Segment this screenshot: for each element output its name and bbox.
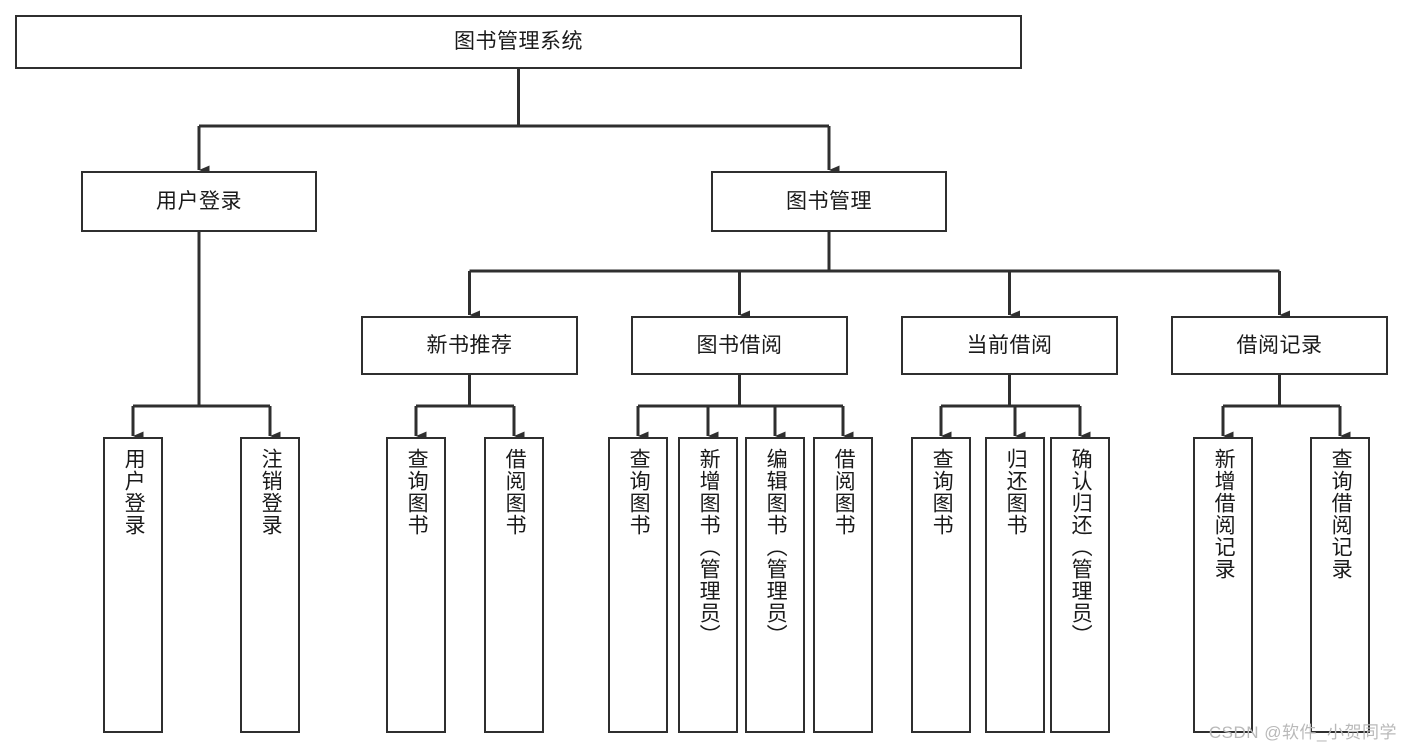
node-new-book-recommend[interactable]: 新书推荐 <box>361 316 578 375</box>
node-label: 借阅图书 <box>832 448 856 536</box>
node-leaf-query-book-borrow[interactable]: 查询图书 <box>608 437 668 733</box>
node-book-borrow[interactable]: 图书借阅 <box>631 316 848 375</box>
node-label: 图书借阅 <box>696 333 783 357</box>
node-leaf-user-logout[interactable]: 注销登录 <box>240 437 300 733</box>
node-current-borrow[interactable]: 当前借阅 <box>901 316 1118 375</box>
node-label: 注销登录 <box>259 448 283 536</box>
node-label: 新增图书（管理员） <box>697 448 721 646</box>
node-leaf-borrow-book[interactable]: 借阅图书 <box>813 437 873 733</box>
node-root[interactable]: 图书管理系统 <box>15 15 1022 69</box>
node-leaf-query-borrow-record[interactable]: 查询借阅记录 <box>1310 437 1370 733</box>
node-label: 用户登录 <box>156 189 242 213</box>
node-label: 当前借阅 <box>966 333 1053 357</box>
node-leaf-add-borrow-record[interactable]: 新增借阅记录 <box>1193 437 1253 733</box>
node-label: 借阅图书 <box>503 448 527 536</box>
node-label: 新增借阅记录 <box>1212 448 1236 580</box>
node-label: 查询图书 <box>405 448 429 536</box>
node-leaf-query-book-current[interactable]: 查询图书 <box>911 437 971 733</box>
node-label: 新书推荐 <box>426 333 513 357</box>
node-borrow-record[interactable]: 借阅记录 <box>1171 316 1388 375</box>
node-label: 归还图书 <box>1004 448 1028 536</box>
watermark-text: CSDN @软件_小贺同学 <box>1208 723 1397 742</box>
node-label: 查询借阅记录 <box>1329 448 1353 580</box>
node-leaf-return-book[interactable]: 归还图书 <box>985 437 1045 733</box>
node-label: 用户登录 <box>122 448 146 536</box>
node-book-management[interactable]: 图书管理 <box>711 171 947 232</box>
node-label: 查询图书 <box>627 448 651 536</box>
node-leaf-borrow-book-recommend[interactable]: 借阅图书 <box>484 437 544 733</box>
node-leaf-confirm-return-admin[interactable]: 确认归还（管理员） <box>1050 437 1110 733</box>
node-user-login[interactable]: 用户登录 <box>81 171 317 232</box>
node-leaf-user-login[interactable]: 用户登录 <box>103 437 163 733</box>
node-leaf-query-book-recommend[interactable]: 查询图书 <box>386 437 446 733</box>
node-label: 查询图书 <box>930 448 954 536</box>
node-leaf-add-book-admin[interactable]: 新增图书（管理员） <box>678 437 738 733</box>
node-label: 确认归还（管理员） <box>1069 448 1093 646</box>
node-leaf-edit-book-admin[interactable]: 编辑图书（管理员） <box>745 437 805 733</box>
node-label: 图书管理系统 <box>454 30 583 54</box>
node-label: 借阅记录 <box>1236 333 1323 357</box>
node-label: 图书管理 <box>786 189 872 213</box>
node-label: 编辑图书（管理员） <box>764 448 788 646</box>
